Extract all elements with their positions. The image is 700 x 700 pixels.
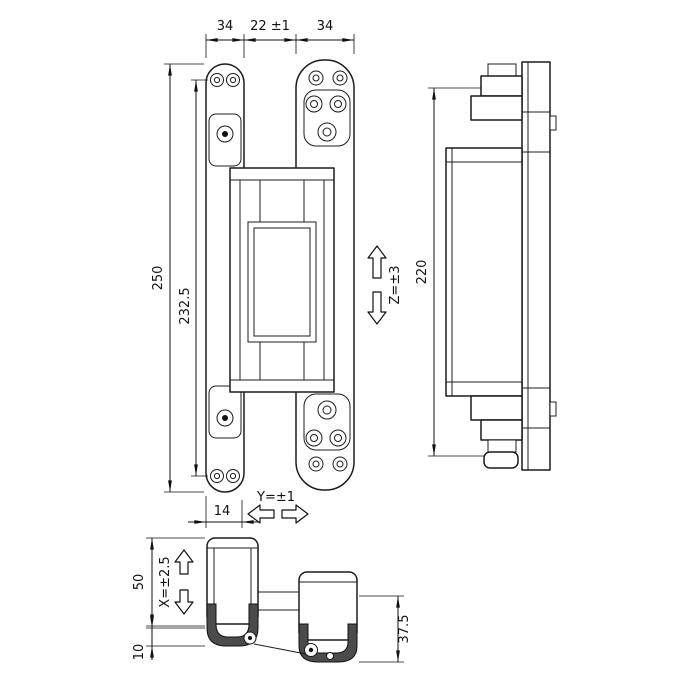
x-arrow-up-icon [174, 549, 194, 575]
bottom-view: 50 X=±2.5 10 37.5 [132, 537, 412, 663]
dim-left-plate-width: 34 [217, 19, 234, 34]
hinge-body-side [445, 147, 523, 397]
dim-inner-height: 232.5 [178, 287, 193, 324]
dim-leaf-thickness: 10 [132, 644, 147, 661]
x-arrow-down-icon [174, 589, 194, 615]
top-cap-side [487, 63, 517, 77]
cam-plate-top [303, 89, 351, 147]
y-arrow-right-icon [281, 504, 309, 524]
dim-body-depth: 37.5 [397, 615, 412, 644]
dim-right-plate-width: 34 [317, 19, 334, 34]
dim-z-tolerance: Z=±3 [388, 266, 403, 305]
dim-center-gap: 22 ±1 [250, 19, 290, 34]
mount-tab [549, 401, 557, 417]
dim-pivot-offset: 14 [214, 504, 231, 519]
front-dimensions: 34 22 ±1 34 250 232.5 Z=±3 14 Y=±1 [151, 19, 403, 528]
dim-overall-height: 250 [151, 266, 166, 291]
frame-plate-side [521, 61, 551, 471]
bottom-cap-side [487, 439, 517, 453]
hinge-body [229, 167, 335, 393]
pivot-pin [326, 652, 334, 660]
foot-side [483, 451, 519, 469]
dim-x-tolerance: X=±2.5 [158, 556, 173, 607]
z-arrow-up-icon [367, 245, 387, 279]
body-section [298, 571, 358, 641]
dim-front-depth: 50 [132, 574, 147, 591]
leaf-section [206, 537, 259, 625]
side-view: 220 [415, 61, 557, 471]
mount-tab [549, 115, 557, 131]
dim-y-tolerance: Y=±1 [256, 490, 295, 505]
y-arrow-left-icon [247, 504, 275, 524]
cam-plate-bottom [303, 393, 351, 451]
z-arrow-down-icon [367, 291, 387, 325]
dim-side-height: 220 [415, 260, 430, 285]
front-view [205, 59, 355, 493]
body-pocket [247, 221, 317, 343]
